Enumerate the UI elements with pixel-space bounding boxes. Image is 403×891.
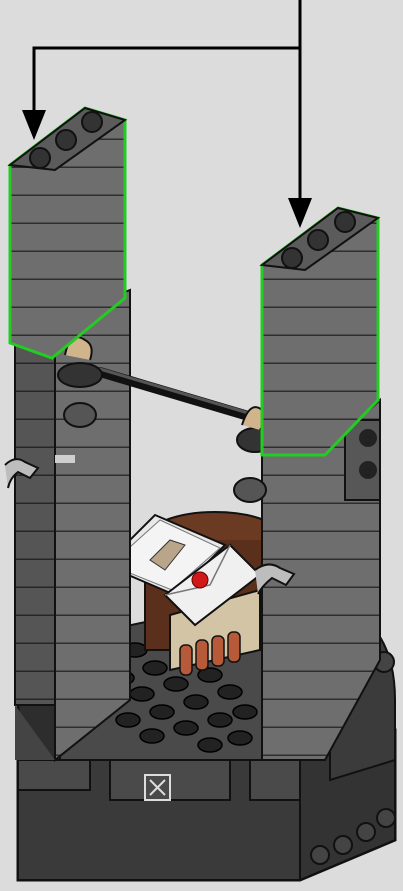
left-tower: [15, 290, 130, 760]
arrow-down-icon: [22, 110, 46, 140]
right-highlighted-block: [262, 208, 378, 455]
arrow-down-icon: [288, 198, 312, 228]
